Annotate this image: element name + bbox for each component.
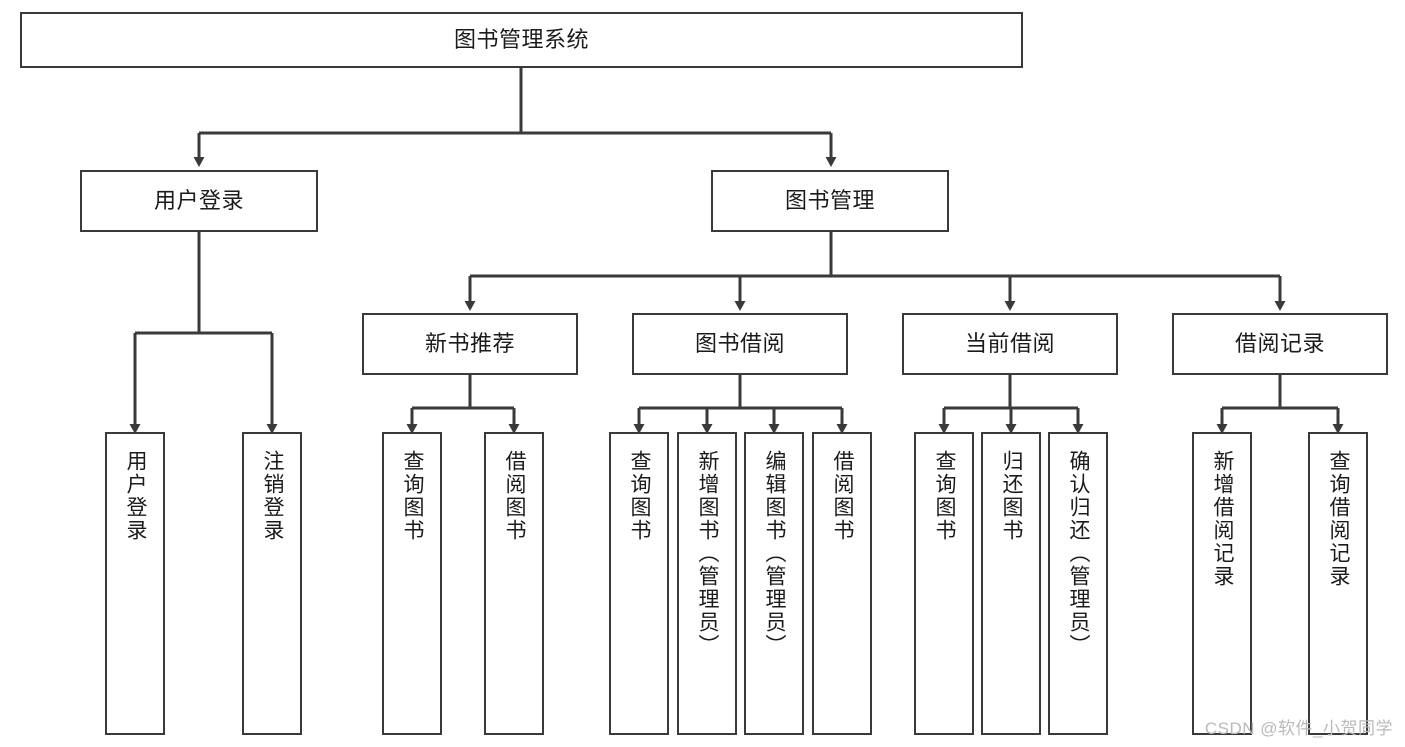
node-leaf-borrow-book-2[interactable]: 借阅图书: [812, 432, 872, 735]
node-book-borrow-label: 图书借阅: [694, 331, 785, 357]
node-user-login[interactable]: 用户登录: [80, 170, 318, 232]
node-root-label: 图书管理系统: [453, 27, 589, 53]
node-leaf-logout[interactable]: 注销登录: [242, 432, 302, 735]
node-new-book-rec-label: 新书推荐: [424, 331, 515, 357]
node-leaf-borrow-book-1-label: 借阅图书: [503, 450, 527, 542]
node-leaf-query-book-2[interactable]: 查询图书: [609, 432, 669, 735]
node-current-borrow-label: 当前借阅: [964, 331, 1055, 357]
node-leaf-borrow-book-1[interactable]: 借阅图书: [484, 432, 544, 735]
node-leaf-add-record-label: 新增借阅记录: [1211, 450, 1235, 588]
node-leaf-add-book[interactable]: 新增图书（管理员）: [677, 432, 737, 735]
node-leaf-query-book-2-label: 查询图书: [628, 450, 652, 542]
node-borrow-record-label: 借阅记录: [1234, 331, 1325, 357]
node-book-manage-label: 图书管理: [784, 188, 875, 214]
node-new-book-rec[interactable]: 新书推荐: [362, 313, 578, 375]
node-book-manage[interactable]: 图书管理: [711, 170, 949, 232]
watermark-text: CSDN @软件_小贺同学: [1204, 719, 1393, 738]
node-leaf-add-book-label: 新增图书（管理员）: [696, 450, 720, 657]
node-leaf-query-record-label: 查询借阅记录: [1327, 450, 1351, 588]
node-leaf-edit-book[interactable]: 编辑图书（管理员）: [744, 432, 804, 735]
node-leaf-query-record[interactable]: 查询借阅记录: [1308, 432, 1368, 735]
node-borrow-record[interactable]: 借阅记录: [1172, 313, 1388, 375]
node-leaf-query-book-3-label: 查询图书: [933, 450, 957, 542]
node-leaf-query-book-1[interactable]: 查询图书: [382, 432, 442, 735]
node-user-login-label: 用户登录: [153, 188, 244, 214]
node-leaf-borrow-book-2-label: 借阅图书: [831, 450, 855, 542]
node-leaf-edit-book-label: 编辑图书（管理员）: [763, 450, 787, 657]
node-leaf-add-record[interactable]: 新增借阅记录: [1192, 432, 1252, 735]
node-leaf-query-book-1-label: 查询图书: [401, 450, 425, 542]
node-current-borrow[interactable]: 当前借阅: [902, 313, 1118, 375]
node-leaf-return-book-label: 归还图书: [1000, 450, 1024, 542]
node-book-borrow[interactable]: 图书借阅: [632, 313, 848, 375]
node-leaf-confirm-return-label: 确认归还（管理员）: [1067, 450, 1091, 657]
node-root[interactable]: 图书管理系统: [20, 12, 1023, 68]
node-leaf-query-book-3[interactable]: 查询图书: [914, 432, 974, 735]
node-leaf-confirm-return[interactable]: 确认归还（管理员）: [1048, 432, 1108, 735]
node-leaf-return-book[interactable]: 归还图书: [981, 432, 1041, 735]
node-leaf-user-login[interactable]: 用户登录: [105, 432, 165, 735]
node-leaf-user-login-label: 用户登录: [124, 450, 148, 542]
node-leaf-logout-label: 注销登录: [261, 450, 285, 542]
